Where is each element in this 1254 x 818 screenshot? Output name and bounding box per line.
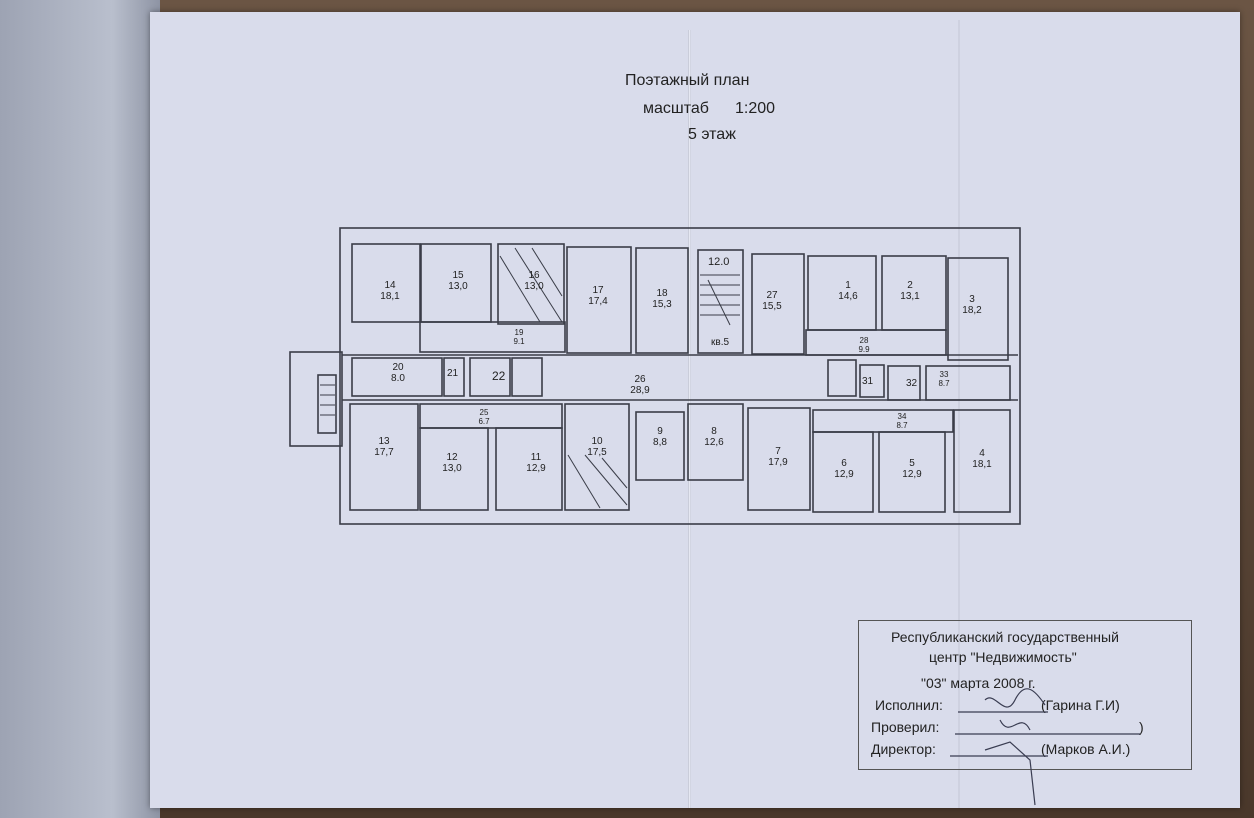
left-binder-page [0,0,160,818]
checked-name: ) [1139,719,1144,735]
scale-label: масштаб [643,100,709,117]
checked-label: Проверил: [871,719,940,735]
apartment-5-label: кв.5 [711,337,730,348]
stamp-org-line1: Республиканский государственный [891,629,1119,645]
paper-fold [688,30,691,808]
plan-title: Поэтажный план [625,72,750,89]
stamp-org-line2: центр "Недвижимость" [929,649,1077,665]
stamp-date: "03" марта 2008 г. [921,675,1036,691]
room-31: 31 [862,376,874,387]
room-32: 32 [906,378,918,389]
floor-plan-sheet [150,12,1240,808]
executed-name: (Гарина Г.И) [1041,697,1120,713]
room-12-0: 12.0 [708,256,730,268]
room-21: 21 [447,368,459,379]
paper-fold-secondary [958,20,960,808]
executed-label: Исполнил: [875,697,943,713]
director-name: (Марков А.И.) [1041,741,1131,757]
room-22: 22 [492,369,506,383]
approval-stamp: Республиканский государственный центр "Н… [858,620,1192,770]
floor-label: 5 этаж [688,126,736,143]
director-label: Директор: [871,741,936,757]
scale-value: 1:200 [735,100,776,117]
